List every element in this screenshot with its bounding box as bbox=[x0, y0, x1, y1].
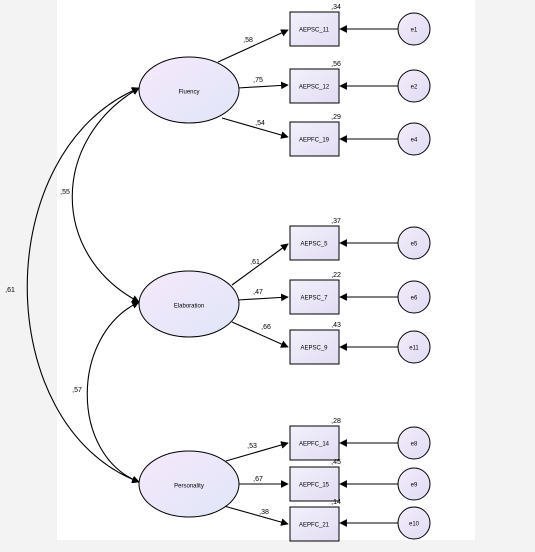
error-label: e9 bbox=[411, 483, 418, 489]
r-squared-label: ,28 bbox=[331, 418, 341, 425]
loading-arrow bbox=[221, 117, 289, 139]
correlation-fluency-personality bbox=[26, 87, 140, 484]
error-label: e11 bbox=[409, 346, 419, 352]
error-label: e8 bbox=[411, 442, 418, 448]
latent-label: Elaboration bbox=[174, 304, 204, 310]
loading-arrow bbox=[231, 321, 289, 348]
indicator-box: AEPFC_21 ,14 bbox=[289, 499, 341, 542]
indicator-label: AEPSC_9 bbox=[300, 346, 328, 352]
error-paths bbox=[339, 25, 398, 527]
loading-arrow bbox=[237, 81, 289, 90]
loading-arrow bbox=[225, 441, 289, 462]
loading-label: ,47 bbox=[253, 289, 263, 296]
error-term: e8 bbox=[397, 426, 431, 460]
indicator-box: AEPSC_5 ,37 bbox=[289, 218, 341, 261]
r-squared-label: ,45 bbox=[331, 459, 341, 466]
correlation-fluency-elaboration bbox=[71, 87, 140, 303]
indicator-box: AEPSC_7 ,22 bbox=[289, 272, 341, 315]
r-squared-label: ,29 bbox=[331, 114, 341, 121]
loading-label: ,54 bbox=[255, 120, 265, 127]
indicator-label: AEPFC_19 bbox=[299, 138, 330, 144]
error-term: e2 bbox=[397, 69, 431, 103]
correlation-label: ,57 bbox=[72, 387, 82, 394]
indicator-label: AEPSC_11 bbox=[299, 28, 330, 34]
loading-label: ,66 bbox=[261, 324, 271, 331]
indicator-box: AEPSC_12 ,56 bbox=[289, 61, 341, 104]
indicator-box: AEPSC_9 ,43 bbox=[289, 322, 341, 365]
r-squared-label: ,34 bbox=[331, 4, 341, 11]
loading-arrow bbox=[231, 243, 289, 286]
indicator-label: AEPSC_12 bbox=[299, 85, 330, 91]
r-squared-label: ,37 bbox=[331, 218, 341, 225]
error-term: e6 bbox=[397, 280, 431, 314]
error-term: e11 bbox=[397, 330, 431, 364]
r-squared-label: ,14 bbox=[331, 499, 341, 506]
error-term: e5 bbox=[397, 226, 431, 260]
correlation-elaboration-personality bbox=[86, 301, 140, 484]
error-label: e4 bbox=[411, 138, 418, 144]
error-term: e1 bbox=[397, 12, 431, 46]
loading-label: ,38 bbox=[259, 509, 269, 516]
latent-elaboration: Elaboration bbox=[138, 270, 240, 338]
indicator-box: AEPFC_19 ,29 bbox=[289, 114, 341, 157]
error-term: e10 bbox=[397, 506, 431, 540]
loading-label: ,67 bbox=[253, 476, 263, 483]
error-label: e6 bbox=[411, 296, 418, 302]
error-label: e5 bbox=[411, 242, 418, 248]
latent-label: Personality bbox=[174, 484, 204, 490]
latent-personality: Personality bbox=[138, 450, 240, 518]
indicator-label: AEPSC_5 bbox=[300, 242, 328, 248]
indicator-label: AEPFC_14 bbox=[299, 442, 330, 448]
correlation-label: ,61 bbox=[5, 287, 15, 294]
loading-arrow bbox=[223, 505, 289, 526]
r-squared-label: ,22 bbox=[331, 272, 341, 279]
indicator-label: AEPFC_15 bbox=[299, 483, 330, 489]
error-term: e4 bbox=[397, 122, 431, 156]
error-label: e2 bbox=[411, 85, 418, 91]
error-term: e9 bbox=[397, 467, 431, 501]
loading-paths bbox=[217, 29, 289, 526]
latent-label: Fluency bbox=[178, 90, 199, 96]
correlation-label: ,55 bbox=[60, 189, 70, 196]
loading-arrow bbox=[217, 29, 289, 63]
indicator-label: AEPSC_7 bbox=[300, 296, 328, 302]
indicator-label: AEPFC_21 bbox=[299, 523, 330, 529]
indicator-box: AEPFC_15 ,45 bbox=[289, 459, 341, 502]
indicator-box: AEPFC_14 ,28 bbox=[289, 418, 341, 461]
error-label: e10 bbox=[409, 522, 420, 528]
loading-label: ,75 bbox=[253, 77, 263, 84]
error-label: e1 bbox=[411, 28, 418, 34]
loading-label: ,53 bbox=[247, 443, 257, 450]
loading-arrow bbox=[237, 293, 289, 302]
loading-label: ,61 bbox=[250, 259, 260, 266]
latent-fluency: Fluency bbox=[138, 56, 240, 124]
indicator-box: AEPSC_11 ,34 bbox=[289, 4, 341, 47]
r-squared-label: ,43 bbox=[331, 322, 341, 329]
r-squared-label: ,56 bbox=[331, 61, 341, 68]
loading-label: ,58 bbox=[243, 37, 253, 44]
